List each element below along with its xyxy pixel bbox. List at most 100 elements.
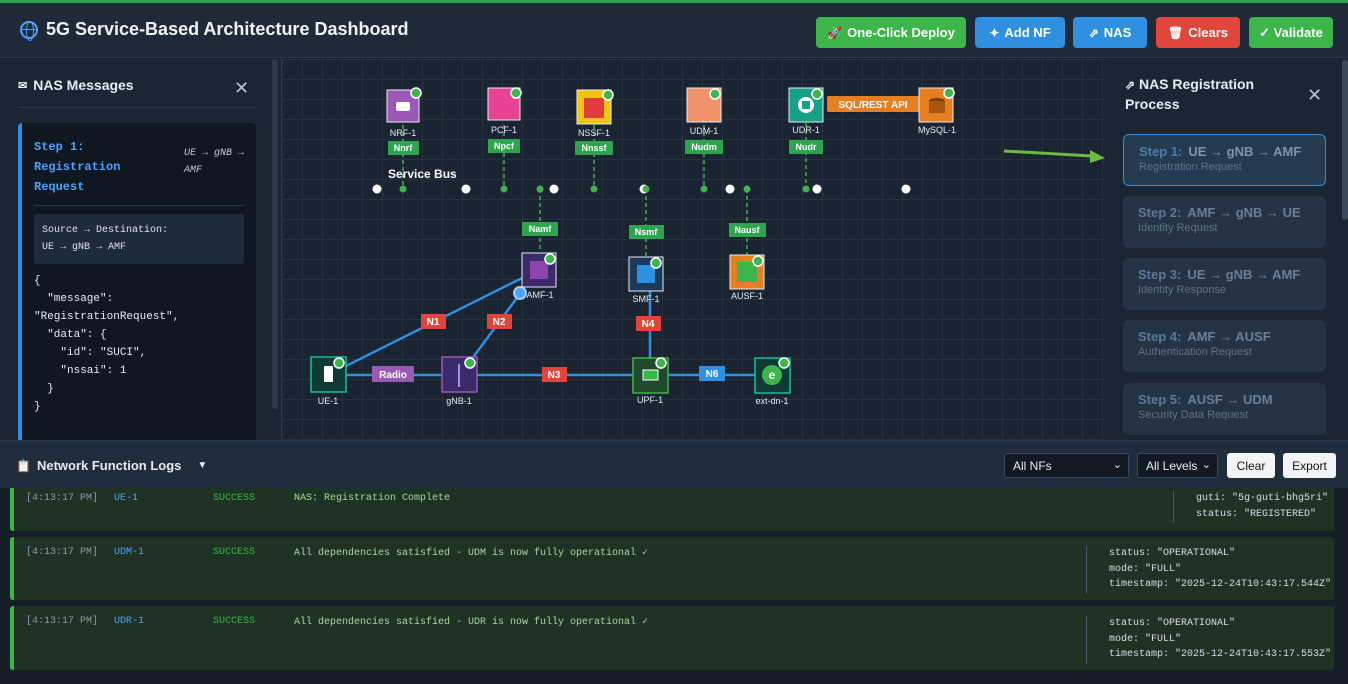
clears-button[interactable]: 🗑 Clears <box>1156 17 1240 48</box>
step-route: UE → gNB → AMF <box>1187 267 1301 282</box>
syringe-icon: ⇗ <box>1088 25 1099 40</box>
step-label: Step 2: <box>1138 205 1182 220</box>
nf-filter-select[interactable]: All NFs ⌄ <box>1004 453 1129 478</box>
sparkle-icon: ✦ <box>989 25 1000 40</box>
step-description: Identity Request <box>1138 222 1218 234</box>
nf-node-udm[interactable]: UDM-1 <box>686 87 722 136</box>
scrollbar[interactable] <box>272 59 278 409</box>
log-list[interactable]: [4:13:17 PM] UE-1 SUCCESS NAS: Registrat… <box>0 488 1348 684</box>
sbi-label-namf: Namf <box>529 224 553 234</box>
nas-messages-title-text: NAS Messages <box>33 77 134 93</box>
validate-button[interactable]: ✓ Validate <box>1249 17 1333 48</box>
sql-rest-api-label-bg <box>827 96 919 112</box>
step-route: AUSF → UDM <box>1187 392 1273 407</box>
log-time: [4:13:17 PM] <box>26 616 99 627</box>
registration-step-3[interactable]: Step 3: UE → gNB → AMF Identity Response <box>1123 258 1326 310</box>
nf-node-ue[interactable]: UE-1 <box>310 356 347 406</box>
step-label: Step 4: <box>1138 329 1182 344</box>
log-level: SUCCESS <box>213 547 256 558</box>
nas-messages-panel: ✉ NAS Messages ✕ Step 1: Registration Re… <box>0 59 282 440</box>
log-nf: UE-1 <box>114 493 139 504</box>
nf-node-smf[interactable]: SMF-1 <box>628 256 664 304</box>
interface-label-radio: Radio <box>379 370 407 381</box>
registration-panel-title: ⇗ NAS Registration Process <box>1125 75 1295 114</box>
svg-text:NSSF-1: NSSF-1 <box>578 128 610 138</box>
registration-step-2[interactable]: Step 2:AMF → gNB → UE Identity Request <box>1123 196 1326 248</box>
export-logs-button[interactable]: Export <box>1283 453 1336 478</box>
log-level: SUCCESS <box>213 616 256 627</box>
interface-label-n3: N3 <box>548 370 561 381</box>
nf-node-udr[interactable]: UDR-1 <box>788 87 824 135</box>
level-filter-select[interactable]: All Levels ⌄ <box>1137 453 1218 478</box>
log-time: [4:13:17 PM] <box>26 493 99 504</box>
interface-label-n6: N6 <box>706 369 719 380</box>
sbi-label-nsmf: Nsmf <box>635 227 659 237</box>
log-time: [4:13:17 PM] <box>26 547 99 558</box>
rocket-icon: 🚀 <box>827 25 843 40</box>
close-icon[interactable]: ✕ <box>1307 85 1323 105</box>
nf-node-nssf[interactable]: NSSF-1 <box>576 89 614 138</box>
trash-icon: 🗑 <box>1168 25 1184 40</box>
svg-text:UPF-1: UPF-1 <box>637 395 663 405</box>
logs-title[interactable]: 📋 Network Function Logs ▼ <box>16 458 207 473</box>
svg-text:gNB-1: gNB-1 <box>446 396 472 406</box>
chevron-down-icon[interactable]: ▼ <box>197 460 208 471</box>
sbi-label-npcf: Npcf <box>494 141 515 151</box>
log-entry: [4:13:17 PM] UDR-1 SUCCESS All dependenc… <box>10 606 1334 670</box>
interface-label-n2: N2 <box>493 317 506 328</box>
svg-text:MySQL-1: MySQL-1 <box>918 125 956 135</box>
topology-canvas[interactable]: Service Bus SQL/REST API Nnrf Npcf Nnssf… <box>282 59 1105 440</box>
clears-label: Clears <box>1188 25 1228 40</box>
step-description: Authentication Request <box>1138 346 1252 358</box>
svg-text:ext-dn-1: ext-dn-1 <box>755 396 788 406</box>
sbi-label-nudm: Nudm <box>691 142 717 152</box>
nf-node-mysql[interactable]: MySQL-1 <box>918 87 956 135</box>
add-nf-label: Add NF <box>1004 25 1051 40</box>
top-bar: 5G Service-Based Architecture Dashboard … <box>0 0 1348 58</box>
step-label: Step 3: <box>1138 267 1182 282</box>
step-description: Registration Request <box>1139 161 1242 173</box>
registration-step-1[interactable]: Step 1:UE → gNB → AMF Registration Reque… <box>1123 134 1326 186</box>
svg-text:AMF-1: AMF-1 <box>527 290 554 300</box>
source-destination-box: Source → Destination: UE → gNB → AMF <box>34 214 244 264</box>
svg-text:PCF-1: PCF-1 <box>491 125 517 135</box>
svg-text:NRF-1: NRF-1 <box>390 128 417 138</box>
step-label: Step 5: <box>1138 392 1182 407</box>
step-route: AMF → AUSF <box>1187 329 1271 344</box>
log-detail: status: "OPERATIONAL" mode: "FULL" times… <box>1086 546 1331 594</box>
nf-node-ext-dn[interactable]: e ext-dn-1 <box>754 357 791 406</box>
nf-node-upf[interactable]: UPF-1 <box>632 357 669 405</box>
svg-text:UE-1: UE-1 <box>318 396 339 406</box>
step-label: Step 1: <box>1139 144 1183 159</box>
one-click-deploy-button[interactable]: 🚀 One-Click Deploy <box>816 17 966 48</box>
annotation-arrow <box>1003 149 1093 158</box>
nf-node-gnb[interactable]: gNB-1 <box>441 356 478 406</box>
nas-messages-title: ✉ NAS Messages <box>18 77 134 93</box>
nf-node-amf[interactable]: AMF-1 <box>521 252 557 300</box>
log-level: SUCCESS <box>213 493 256 504</box>
nf-node-pcf[interactable]: PCF-1 <box>487 87 522 135</box>
log-nf: UDM-1 <box>114 547 145 558</box>
scrollbar[interactable] <box>1342 60 1348 220</box>
nf-node-nrf[interactable]: NRF-1 <box>386 87 422 138</box>
clear-logs-button[interactable]: Clear <box>1227 453 1275 478</box>
packet-indicator <box>513 286 527 300</box>
annotation-arrowhead <box>1090 150 1105 163</box>
sbi-label-nudr: Nudr <box>796 142 817 152</box>
sbi-label-nnssf: Nnssf <box>581 143 607 153</box>
registration-step-5[interactable]: Step 5:AUSF → UDM Security Data Request <box>1123 383 1326 435</box>
nf-node-ausf[interactable]: AUSF-1 <box>729 254 765 301</box>
nas-message-card: Step 1: Registration Request UE → gNB → … <box>18 123 256 440</box>
deploy-label: One-Click Deploy <box>847 25 955 40</box>
svg-text:SMF-1: SMF-1 <box>633 294 660 304</box>
registration-step-4[interactable]: Step 4: AMF → AUSF Authentication Request <box>1123 320 1326 372</box>
close-icon[interactable]: ✕ <box>234 78 250 98</box>
add-nf-button[interactable]: ✦ Add NF <box>975 17 1065 48</box>
svg-text:e: e <box>769 368 776 382</box>
step-title: Step 1: Registration Request <box>34 140 121 194</box>
step-description: Identity Response <box>1138 284 1227 296</box>
topology-diagram: Service Bus SQL/REST API Nnrf Npcf Nnssf… <box>310 87 1105 406</box>
nas-button[interactable]: ⇗ NAS <box>1073 17 1147 48</box>
globe-icon <box>20 20 38 41</box>
step-route: UE → gNB → AMF <box>184 148 245 176</box>
